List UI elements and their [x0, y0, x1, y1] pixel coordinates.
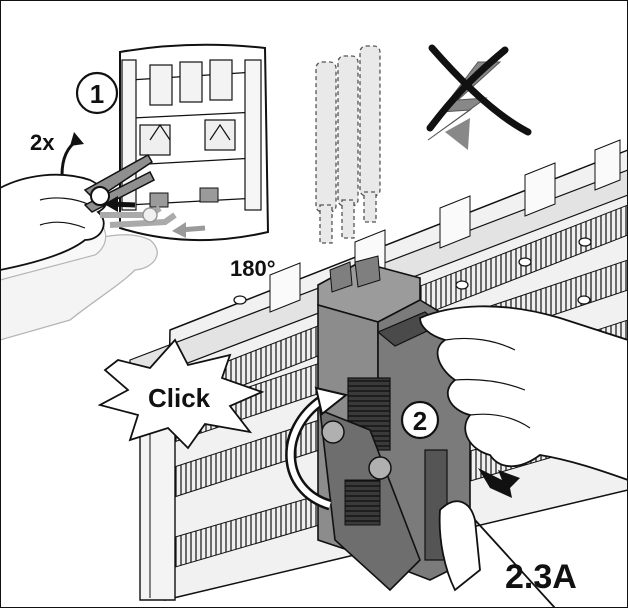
- detail-magnifier-panel: [119, 43, 270, 242]
- repeat-count-label: 2x: [30, 130, 55, 155]
- left-hand-with-pliers: [0, 153, 206, 341]
- step-1-number: 1: [90, 79, 104, 109]
- pliers-icon: [83, 153, 177, 228]
- figure-id-label: 2.3A: [505, 558, 577, 596]
- rotation-angle-label: 180°: [230, 256, 276, 281]
- right-arrow-icon: [478, 468, 520, 498]
- fuse-link-icon: [315, 45, 381, 244]
- right-hand: [419, 305, 628, 608]
- step-2-number: 2: [413, 406, 427, 436]
- crossed-out-lightning-icon: [426, 44, 532, 150]
- fuse-switch-module: [317, 255, 471, 592]
- rail-teeth-upper: [269, 139, 621, 313]
- click-label: Click: [148, 383, 211, 413]
- step-2-badge: 2: [400, 400, 440, 440]
- curved-rotate-arrow-icon: [285, 386, 349, 511]
- step-1-badge: 1: [75, 71, 119, 115]
- twist-arrow-icon: [60, 138, 79, 176]
- click-burst-bubble: Click: [97, 338, 265, 450]
